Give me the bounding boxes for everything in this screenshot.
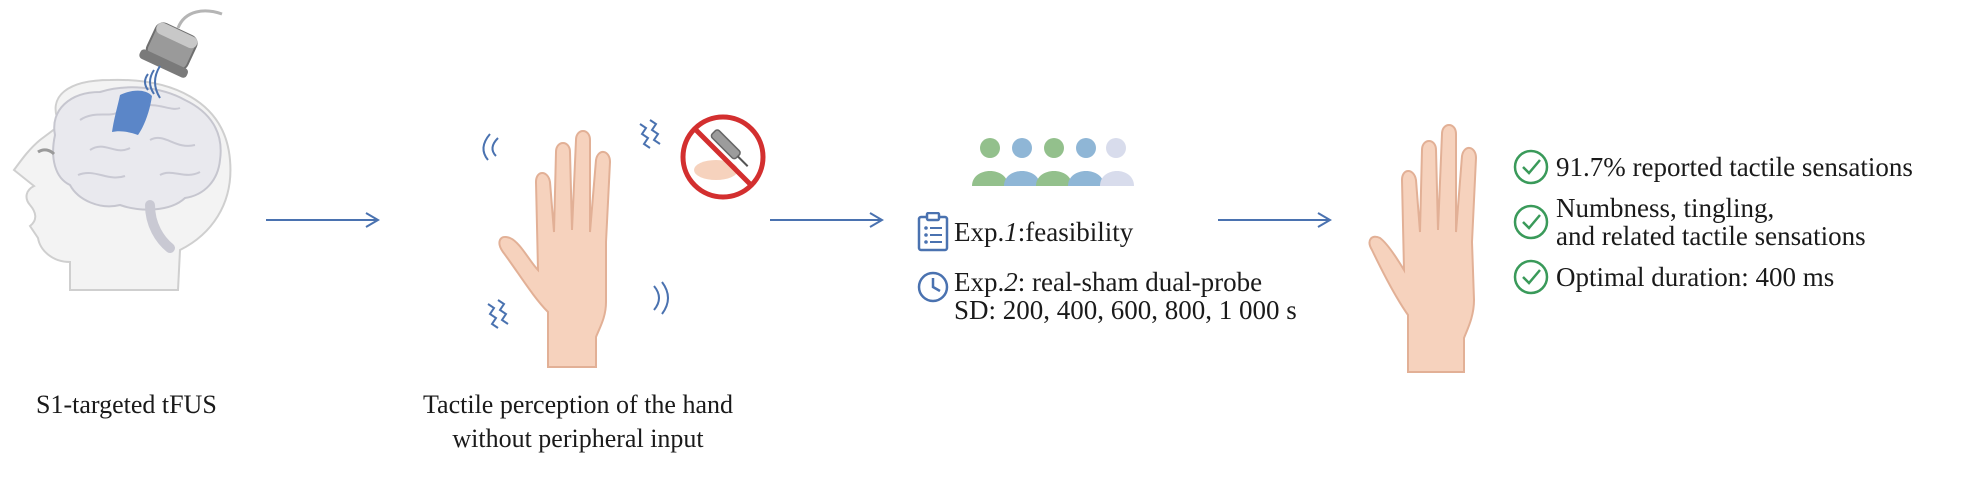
check-circle-icon	[1513, 149, 1549, 185]
head-brain-icon	[12, 78, 232, 291]
result-text-2-line1: Numbness, tingling,	[1556, 193, 1775, 223]
exp2-number: 2	[1004, 267, 1018, 297]
exp1-row: Exp.1:feasibility	[916, 212, 1133, 252]
flow-arrow-3	[1218, 212, 1332, 228]
exp2-prefix: Exp.	[954, 267, 1005, 297]
exp2-text: Exp.2: real-sham dual-probe SD: 200, 400…	[954, 268, 1297, 324]
people-icon	[972, 138, 1134, 186]
no-needle-icon	[680, 114, 766, 200]
result-text-2-line2: and related tactile sensations	[1556, 221, 1866, 251]
flow-arrow-2	[770, 212, 884, 228]
exp1-prefix: Exp.	[954, 217, 1005, 247]
result-item-3: Optimal duration: 400 ms	[1512, 258, 1834, 296]
exp2-label: : real-sham dual-probe	[1017, 267, 1263, 297]
hand-icon	[498, 130, 612, 368]
check-circle-icon	[1513, 259, 1549, 295]
exp1-number: 1	[1004, 217, 1018, 247]
exp1-label: :feasibility	[1017, 217, 1134, 247]
hand-icon	[1368, 124, 1478, 373]
clock-icon	[917, 271, 949, 303]
vibration-icon	[487, 299, 509, 329]
vibration-icon	[639, 119, 661, 149]
exp1-text: Exp.1:feasibility	[954, 218, 1133, 246]
clipboard-icon	[917, 212, 949, 252]
result-text-3: Optimal duration: 400 ms	[1556, 262, 1835, 292]
vibration-icon	[482, 133, 499, 161]
perception-caption: Tactile perception of the hand without p…	[378, 388, 778, 456]
result-text-1: 91.7% reported tactile sensations	[1556, 152, 1913, 182]
flow-arrow-1	[266, 212, 380, 228]
exp2-line1: Exp.2: real-sham dual-probe	[954, 268, 1297, 296]
perception-caption-line2: without peripheral input	[452, 424, 704, 453]
check-circle-icon	[1513, 204, 1549, 240]
perception-caption-line1: Tactile perception of the hand	[422, 390, 734, 419]
result-text-2: Numbness, tingling, and related tactile …	[1556, 194, 1866, 250]
s1-caption: S1-targeted tFUS	[36, 390, 217, 419]
vibration-icon	[653, 281, 669, 315]
exp2-row: Exp.2: real-sham dual-probe SD: 200, 400…	[916, 268, 1297, 324]
transducer-icon	[139, 9, 223, 99]
result-item-1: 91.7% reported tactile sensations	[1512, 148, 1913, 186]
result-item-2: Numbness, tingling, and related tactile …	[1512, 194, 1866, 250]
exp2-line2: SD: 200, 400, 600, 800, 1 000 s	[954, 295, 1297, 325]
